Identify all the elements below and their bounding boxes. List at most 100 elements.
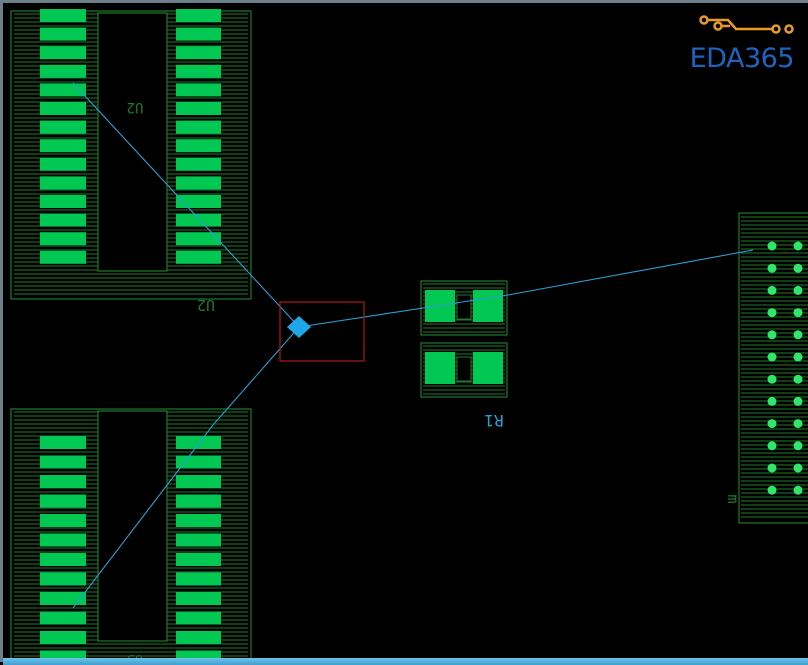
u3-pad-right[interactable] xyxy=(176,631,221,644)
connector-pin[interactable] xyxy=(793,330,803,340)
u2-pad-right[interactable] xyxy=(176,139,221,153)
r2-body xyxy=(456,356,472,382)
connector-pin[interactable] xyxy=(767,330,777,340)
u2-pad-right[interactable] xyxy=(176,27,221,41)
r1-pad-2[interactable] xyxy=(473,290,503,322)
u3-pad-right[interactable] xyxy=(176,572,221,586)
eda365-logo: EDA365 xyxy=(674,13,795,75)
connector-pin[interactable] xyxy=(767,263,777,273)
connector-pin[interactable] xyxy=(793,263,803,273)
u2-pad-left[interactable] xyxy=(40,195,86,208)
u3-pad-left[interactable] xyxy=(40,475,86,488)
r2-pad-2[interactable] xyxy=(473,352,503,384)
connector-pin[interactable] xyxy=(767,374,777,384)
connector-pin[interactable] xyxy=(793,308,803,318)
u2-pad-right[interactable] xyxy=(176,232,221,246)
ratsnest-lines xyxy=(72,82,754,609)
u2-pad-right[interactable] xyxy=(176,102,221,115)
connector-pin[interactable] xyxy=(793,241,803,251)
connector-pin[interactable] xyxy=(767,285,777,295)
u3-pad-left[interactable] xyxy=(40,514,86,527)
component-r1[interactable] xyxy=(420,280,508,336)
u2-pad-right[interactable] xyxy=(176,83,221,97)
connector-pin[interactable] xyxy=(767,463,777,473)
u3-outline xyxy=(10,408,252,665)
connector-pin[interactable] xyxy=(767,419,777,429)
component-u3[interactable] xyxy=(10,408,252,665)
u2-pad-right[interactable] xyxy=(176,9,221,22)
connector-pin[interactable] xyxy=(793,463,803,473)
pcb-view[interactable]: U2 U2 U3 R1 m xyxy=(3,3,808,665)
u3-pad-right[interactable] xyxy=(176,475,221,488)
u2-pad-left[interactable] xyxy=(40,232,86,246)
u3-pad-left[interactable] xyxy=(40,494,86,508)
connector-pin[interactable] xyxy=(793,374,803,384)
u2-pad-left[interactable] xyxy=(40,139,86,153)
selection-box[interactable] xyxy=(279,301,365,362)
u3-body xyxy=(97,410,168,642)
connector-pin[interactable] xyxy=(793,485,803,495)
connector-pin[interactable] xyxy=(793,419,803,429)
u2-pad-left[interactable] xyxy=(40,157,86,171)
connector-pin[interactable] xyxy=(793,396,803,406)
circuit-logo-icon xyxy=(699,15,794,34)
r2-outline xyxy=(420,342,508,398)
connector-pin[interactable] xyxy=(793,352,803,362)
u3-pad-left[interactable] xyxy=(40,455,86,469)
u3-pad-left[interactable] xyxy=(40,631,86,644)
u3-pad-left[interactable] xyxy=(40,436,86,449)
ratsnest-vertex[interactable] xyxy=(287,316,311,338)
u2-pad-right[interactable] xyxy=(176,46,221,60)
u3-pad-left[interactable] xyxy=(40,533,86,547)
r1-pad-1[interactable] xyxy=(425,290,455,322)
u2-pad-left[interactable] xyxy=(40,213,86,227)
u2-pad-left[interactable] xyxy=(40,46,86,60)
u3-pad-right[interactable] xyxy=(176,553,221,566)
u2-pad-left[interactable] xyxy=(40,120,86,134)
connector-pin[interactable] xyxy=(767,485,777,495)
connector-pin[interactable] xyxy=(767,241,777,251)
u3-pad-right[interactable] xyxy=(176,592,221,605)
u2-pad-right[interactable] xyxy=(176,120,221,134)
u3-pad-left[interactable] xyxy=(40,611,86,625)
u2-pad-right[interactable] xyxy=(176,213,221,227)
connector-pin[interactable] xyxy=(767,396,777,406)
u2-pad-right[interactable] xyxy=(176,64,221,78)
u2-inner-label: U2 xyxy=(127,99,144,115)
logo-text: EDA365 xyxy=(689,43,795,74)
u2-pad-left[interactable] xyxy=(40,64,86,78)
u3-pad-left[interactable] xyxy=(40,592,86,605)
u2-pad-right[interactable] xyxy=(176,176,221,190)
r1-refdes-label: R1 xyxy=(484,411,503,430)
u3-pad-left[interactable] xyxy=(40,572,86,586)
connector-pin[interactable] xyxy=(793,441,803,451)
component-u2[interactable] xyxy=(10,9,252,300)
component-r2[interactable] xyxy=(420,342,508,398)
connector-pin[interactable] xyxy=(767,352,777,362)
ratsnest-line xyxy=(298,294,509,328)
u3-pad-left[interactable] xyxy=(40,553,86,566)
connector-j1[interactable] xyxy=(738,212,808,524)
u2-pad-left[interactable] xyxy=(40,250,86,264)
u2-outline xyxy=(10,10,252,300)
connector-pin[interactable] xyxy=(767,308,777,318)
u3-pad-right[interactable] xyxy=(176,514,221,527)
u3-pad-right[interactable] xyxy=(176,494,221,508)
u2-pad-left[interactable] xyxy=(40,176,86,190)
u2-pad-left[interactable] xyxy=(40,83,86,97)
u2-pad-left[interactable] xyxy=(40,27,86,41)
u3-pad-right[interactable] xyxy=(176,533,221,547)
connector-pin[interactable] xyxy=(793,285,803,295)
u2-pad-left[interactable] xyxy=(40,9,86,22)
u3-pad-right[interactable] xyxy=(176,455,221,469)
u2-pad-right[interactable] xyxy=(176,195,221,208)
u3-pad-right[interactable] xyxy=(176,436,221,449)
u2-pad-right[interactable] xyxy=(176,250,221,264)
r2-pad-1[interactable] xyxy=(425,352,455,384)
u2-pad-right[interactable] xyxy=(176,157,221,171)
connector-pin[interactable] xyxy=(767,441,777,451)
u3-pad-right[interactable] xyxy=(176,611,221,625)
u2-refdes-label: U2 xyxy=(197,296,215,314)
u2-pad-left[interactable] xyxy=(40,102,86,115)
